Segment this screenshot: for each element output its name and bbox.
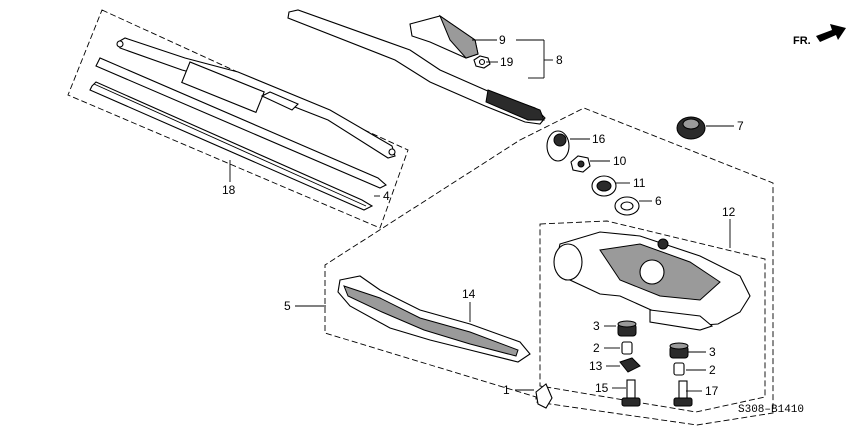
- arrow-right-icon: [816, 24, 846, 42]
- front-direction-indicator: FR.: [793, 24, 846, 47]
- motor-cover: [337, 275, 531, 363]
- rubber-mount-3-right: [669, 342, 689, 359]
- nut-9: [570, 155, 591, 173]
- callout-19: 19: [500, 55, 514, 69]
- cap-11: [546, 130, 570, 162]
- grommet-7: [676, 116, 706, 140]
- direction-label: FR.: [793, 35, 811, 47]
- callout-10: 12: [722, 205, 736, 219]
- callout-18: 17: [705, 384, 719, 398]
- wiper-arm: [287, 9, 546, 125]
- callout-11: 16: [592, 132, 606, 146]
- callout-17: 18: [222, 183, 236, 197]
- callout-14: 13: [589, 359, 603, 373]
- collar-2-right: [673, 362, 685, 376]
- callout-2-left: 2: [593, 341, 600, 355]
- callout-3-right: 3: [709, 345, 716, 359]
- callout-5: 5: [284, 299, 291, 313]
- leader-lines: [229, 39, 734, 392]
- bolt-16: [621, 379, 641, 407]
- seal-6: [614, 196, 640, 216]
- callout-3-left: 3: [593, 319, 600, 333]
- callout-4: 4: [383, 189, 390, 203]
- callout-12: 8: [556, 53, 563, 67]
- callout-1: 1: [503, 383, 510, 397]
- clip-1: [535, 383, 553, 409]
- callout-7: 7: [737, 119, 744, 133]
- callout-8: 11: [633, 176, 646, 190]
- clip-nut-14: [619, 357, 641, 373]
- rubber-mount-3-left: [617, 320, 637, 337]
- motor-subgroup-outline: [539, 220, 766, 413]
- callout-16: 15: [595, 381, 609, 395]
- arm-cap: [409, 14, 479, 59]
- collar-2-left: [621, 341, 633, 355]
- motor-group-outline: [324, 107, 774, 426]
- callout-2-right: 2: [709, 363, 716, 377]
- blade-group-outline: [67, 9, 409, 229]
- wiper-motor: [553, 231, 751, 331]
- callout-13: 9: [499, 33, 506, 47]
- nut-19: [473, 55, 491, 69]
- diagram-code: S308–B1410: [738, 404, 804, 416]
- wiper-rubber: [89, 57, 387, 211]
- bolt-18: [673, 380, 693, 407]
- wiper-blade: [116, 37, 396, 159]
- callout-6: 6: [655, 194, 662, 208]
- callout-15: 14: [462, 287, 476, 301]
- washer-8: [591, 175, 617, 197]
- callout-9: 10: [613, 154, 627, 168]
